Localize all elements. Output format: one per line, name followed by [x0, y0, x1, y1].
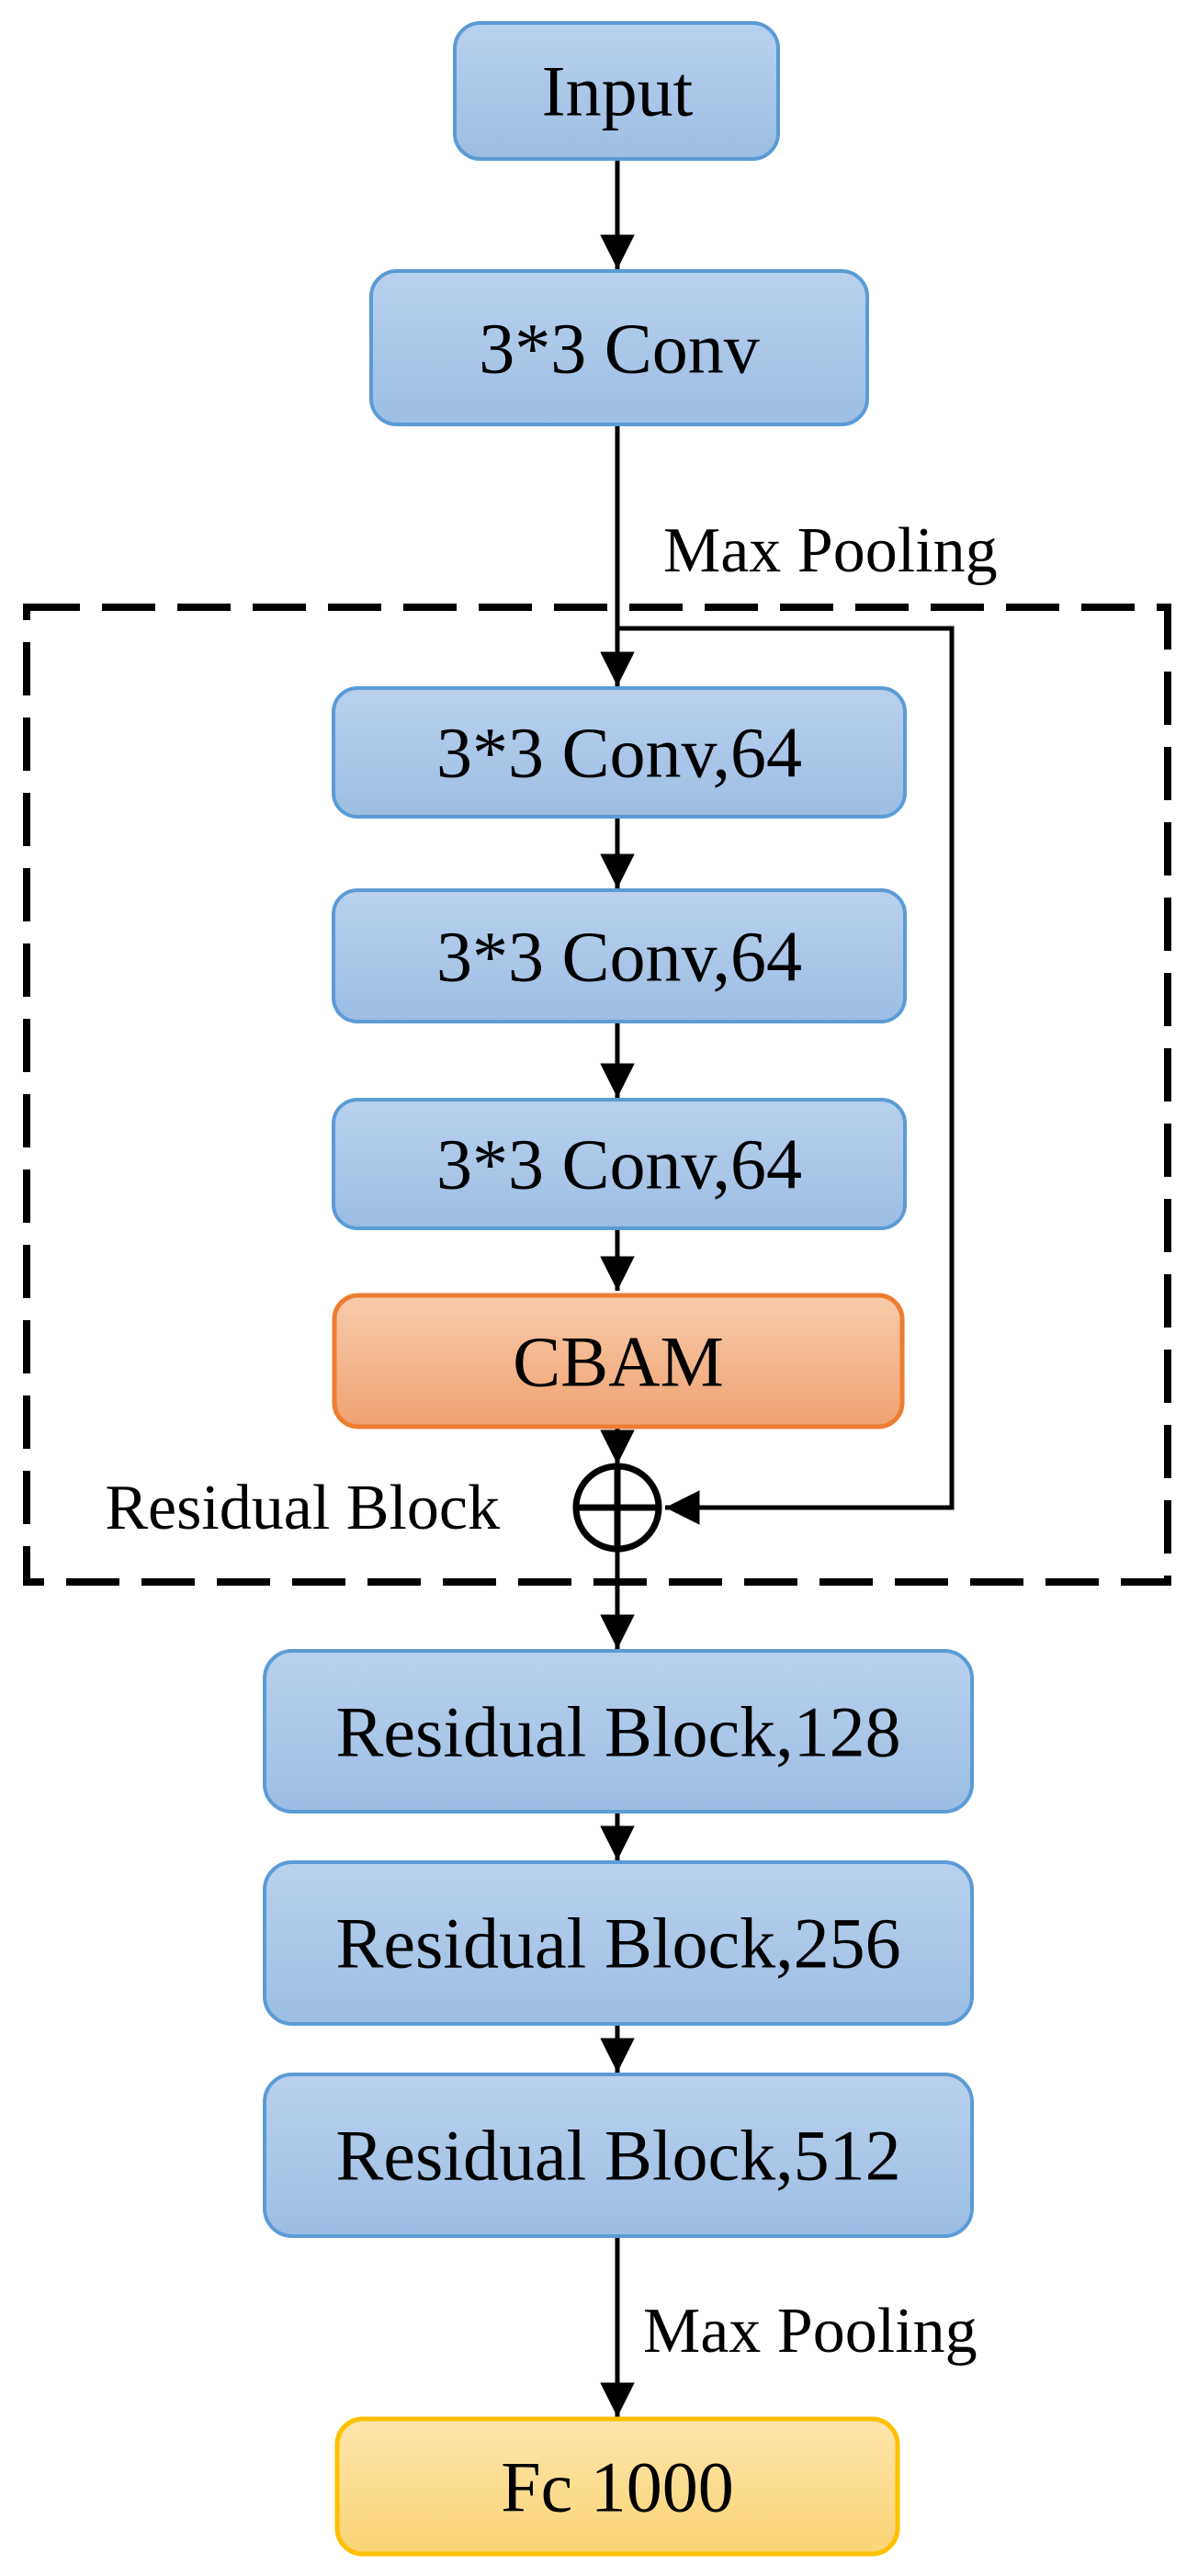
skip-connection-line: [617, 626, 955, 1525]
conv64-1-box: [332, 686, 907, 819]
rb256-label: Residual Block,256: [335, 1904, 900, 1983]
max-pooling-top-label: Max Pooling: [663, 515, 998, 586]
add-icon: [572, 1463, 662, 1553]
node-input: Input: [453, 21, 780, 161]
conv64-2-box: [332, 888, 907, 1023]
residual-block-label: Residual Block: [105, 1473, 500, 1543]
conv-stem-label: 3*3 Conv: [479, 309, 760, 389]
node-conv64-3: 3*3 Conv,64: [332, 1098, 907, 1230]
node-fc: Fc 1000: [334, 2416, 900, 2557]
fc-box: [334, 2416, 900, 2557]
conv-stem-box: [369, 269, 869, 426]
node-rb512: Residual Block,512: [263, 2073, 974, 2238]
rb512-label: Residual Block,512: [335, 2116, 900, 2196]
conv64-2-label: 3*3 Conv,64: [436, 917, 802, 997]
node-rb256: Residual Block,256: [263, 1860, 974, 2026]
conv64-3-label: 3*3 Conv,64: [436, 1124, 802, 1204]
rb128-box: [263, 1649, 974, 1813]
conv64-1-label: 3*3 Conv,64: [436, 713, 802, 793]
fc-label: Fc 1000: [501, 2447, 734, 2527]
cbam-label: CBAM: [513, 1322, 724, 1402]
cbam-box: [332, 1293, 905, 1429]
input-label: Input: [542, 51, 694, 131]
node-conv64-1: 3*3 Conv,64: [332, 686, 907, 819]
max-pooling-bottom-label: Max Pooling: [643, 2296, 978, 2367]
rb128-label: Residual Block,128: [335, 1692, 900, 1772]
node-conv-stem: 3*3 Conv: [369, 269, 869, 426]
residual-block-dashed-container: [23, 604, 1171, 1586]
rb512-box: [263, 2073, 974, 2238]
input-box: [453, 21, 780, 161]
node-cbam: CBAM: [332, 1293, 905, 1429]
rb256-box: [263, 1860, 974, 2026]
node-conv64-2: 3*3 Conv,64: [332, 888, 907, 1023]
node-rb128: Residual Block,128: [263, 1649, 974, 1813]
conv64-3-box: [332, 1098, 907, 1230]
